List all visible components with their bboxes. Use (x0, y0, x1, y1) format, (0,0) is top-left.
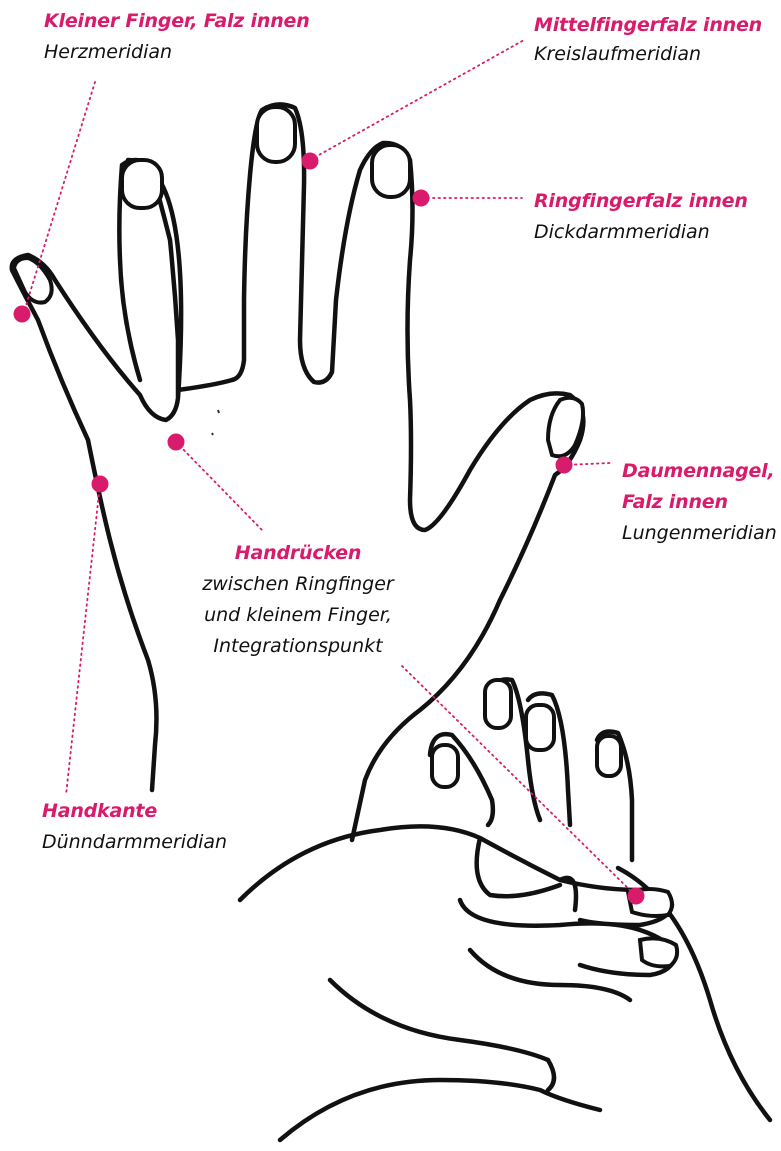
point-mittelfinger (302, 153, 319, 170)
nail-ring-finger (122, 160, 162, 208)
label-ringfinger-title: Ringfingerfalz innen (534, 188, 748, 214)
label-mittelfinger: Mittelfingerfalz innen Kreislaufmeridian (534, 12, 762, 67)
label-ringfinger-subtitle: Dickdarmmeridian (534, 219, 748, 245)
label-handruecken-title: Handrücken (200, 540, 396, 566)
nail-lower-1 (432, 745, 458, 787)
label-ringfinger: Ringfingerfalz innen Dickdarmmeridian (534, 188, 748, 245)
label-mittelfinger-title: Mittelfingerfalz innen (534, 12, 762, 38)
nail-middle-finger (257, 107, 295, 162)
nail-index-finger (372, 145, 410, 197)
label-kleiner-finger: Kleiner Finger, Falz innen Herzmeridian (44, 8, 310, 65)
label-handruecken-desc-2: und kleinem Finger, (200, 602, 396, 628)
leader-mittelfinger (310, 40, 524, 160)
leader-lines (24, 40, 636, 896)
label-handruecken-desc-3: Integrationspunkt (200, 633, 396, 659)
nail-lower-3 (526, 705, 554, 750)
label-kleiner-finger-subtitle: Herzmeridian (44, 39, 310, 65)
point-handruecken (168, 434, 185, 451)
label-daumennagel-title-1: Daumennagel, (622, 458, 777, 484)
label-daumennagel: Daumennagel, Falz innen Lungenmeridian (622, 458, 777, 546)
thumb-nail-press-2 (640, 938, 677, 966)
leader-handkante (66, 484, 100, 795)
label-daumennagel-title-2: Falz innen (622, 489, 777, 515)
label-handruecken-desc-1: zwischen Ringfinger (200, 571, 396, 597)
nail-lower-4 (597, 736, 621, 776)
lower-hands (240, 679, 770, 1140)
label-handkante-subtitle: Dünndarmmeridian (42, 829, 227, 855)
leader-kleiner-finger (24, 82, 95, 312)
point-daumennagel (556, 457, 573, 474)
point-ringfinger (413, 190, 430, 207)
leader-handruecken (176, 442, 262, 530)
point-handkante (92, 476, 109, 493)
label-handkante: Handkante Dünndarmmeridian (42, 798, 227, 855)
point-lower-hand (628, 888, 645, 905)
knuckle-mark (212, 410, 219, 435)
label-daumennagel-subtitle: Lungenmeridian (622, 520, 777, 546)
label-handruecken: Handrücken zwischen Ringfinger und klein… (200, 540, 396, 659)
label-kleiner-finger-title: Kleiner Finger, Falz innen (44, 8, 310, 34)
point-kleiner-finger (14, 306, 31, 323)
label-handkante-title: Handkante (42, 798, 227, 824)
nail-lower-2 (485, 680, 511, 728)
label-mittelfinger-subtitle: Kreislaufmeridian (534, 41, 762, 67)
lower-pressing-hand-outline (240, 826, 676, 1140)
